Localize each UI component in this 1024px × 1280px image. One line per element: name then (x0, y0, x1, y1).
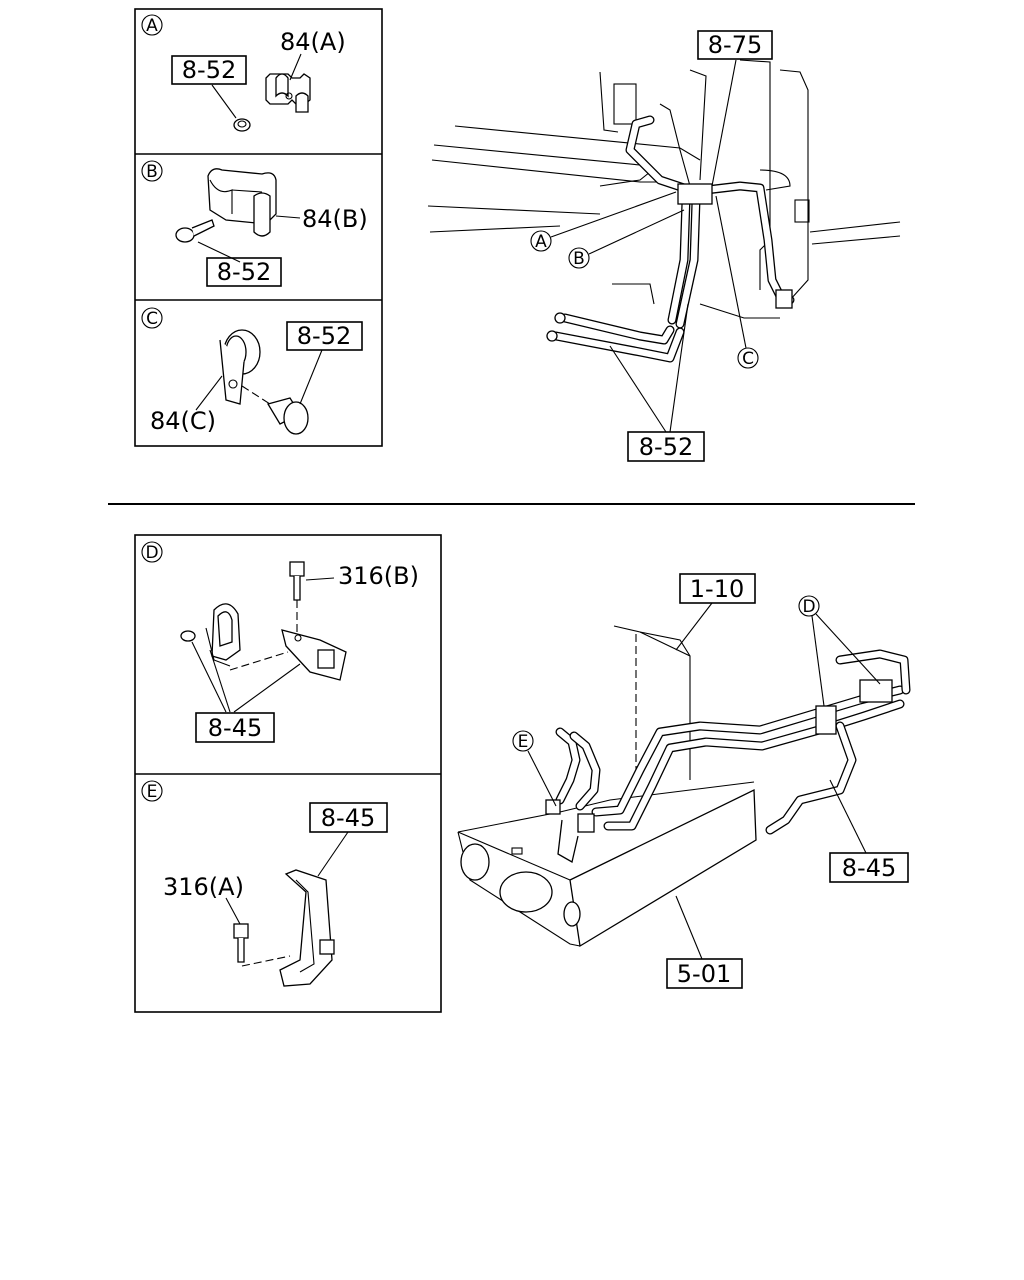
detail-b-ref-label: 8-52 (217, 258, 271, 286)
detail-panel-de (134, 534, 442, 1013)
main-top-ref-box (697, 30, 773, 60)
bracket-e-drawing (225, 831, 349, 987)
frame-outline (427, 59, 901, 319)
detail-a-ref-box (171, 55, 247, 85)
detail-d-marker: D (145, 543, 158, 563)
detail-d-marker-circle (141, 541, 163, 563)
clamp-84c-drawing (195, 329, 323, 435)
clamp-84a-drawing (211, 53, 311, 132)
bolt-316a-icon (233, 923, 249, 939)
callout-b-circle (568, 247, 590, 269)
main-bottom-ref-box (627, 431, 705, 462)
crossmember-frame (457, 625, 757, 948)
detail-b-marker-circle (141, 160, 163, 182)
detail-panel-abc (134, 8, 383, 447)
main-top-ref-label: 8-75 (708, 31, 762, 59)
detail-c-part-label: 84(C) (150, 407, 216, 435)
detail-d-part-label: 316(B) (338, 562, 419, 590)
main-bottom-ref-label: 8-52 (639, 433, 693, 461)
nut-icon (180, 630, 196, 642)
detail-b-ref-box (206, 257, 282, 287)
detail-b-marker: B (146, 162, 158, 182)
detail-a: A 84(A) 8-52 (141, 14, 346, 132)
main-d-right-ref-label: 8-45 (842, 854, 896, 882)
detail-b-part-label: 84(B) (302, 205, 368, 233)
detail-c-ref-label: 8-52 (297, 322, 351, 350)
callout-e-circle (512, 730, 534, 752)
detail-e-ref-label: 8-45 (321, 804, 375, 832)
detail-c-marker-circle (141, 307, 163, 329)
detail-b: B 84(B) 8-52 (141, 160, 368, 287)
bottom-main-view: 1-10 D E 8-45 5-01 (457, 573, 911, 989)
main-d-top-ref-box (679, 573, 756, 604)
detail-a-ref-label: 8-52 (182, 56, 236, 84)
detail-a-marker: A (146, 16, 158, 36)
detail-c-marker: C (146, 309, 158, 329)
hose-clamp-icon (815, 705, 837, 735)
detail-e-part-label: 316(A) (163, 873, 244, 901)
callout-e-marker: E (518, 732, 529, 752)
heater-hoses (545, 649, 911, 863)
main-d-top-ref-label: 1-10 (690, 575, 744, 603)
detail-d-ref-box (195, 712, 275, 743)
bolt-316b-icon (289, 561, 305, 577)
callout-b-marker: B (573, 249, 585, 269)
detail-d: D 316(B) 8-45 (141, 541, 419, 743)
callout-a-circle (530, 230, 552, 252)
main-d-bottom-ref-box (666, 958, 743, 989)
detail-e-ref-box (309, 802, 388, 833)
callout-a-marker: A (535, 232, 547, 252)
detail-a-marker-circle (141, 14, 163, 36)
clamp-84b-drawing (175, 168, 301, 263)
main-d-bottom-ref-label: 5-01 (677, 960, 731, 988)
detail-e-marker-circle (141, 780, 163, 802)
main-d-right-ref-box (829, 852, 909, 883)
callout-d-marker: D (802, 597, 815, 617)
clamp-bracket-d-drawing (180, 561, 347, 713)
detail-c-ref-box (286, 321, 363, 351)
detail-a-part-label: 84(A) (280, 28, 346, 56)
detail-c: C 84(C) 8-52 (141, 307, 363, 435)
top-main-view: 8-75 A B C 8-52 (427, 30, 901, 462)
detail-d-ref-label: 8-45 (208, 714, 262, 742)
callout-d-circle (798, 595, 820, 617)
callout-c-circle (737, 347, 759, 369)
detail-e-marker: E (147, 782, 158, 802)
hose-fitting-icon (677, 183, 713, 205)
detail-e: E 316(A) 8-45 (141, 780, 388, 987)
hose-lines (546, 103, 795, 363)
callout-c-marker: C (742, 349, 754, 369)
bolt-head-icon (175, 227, 195, 243)
